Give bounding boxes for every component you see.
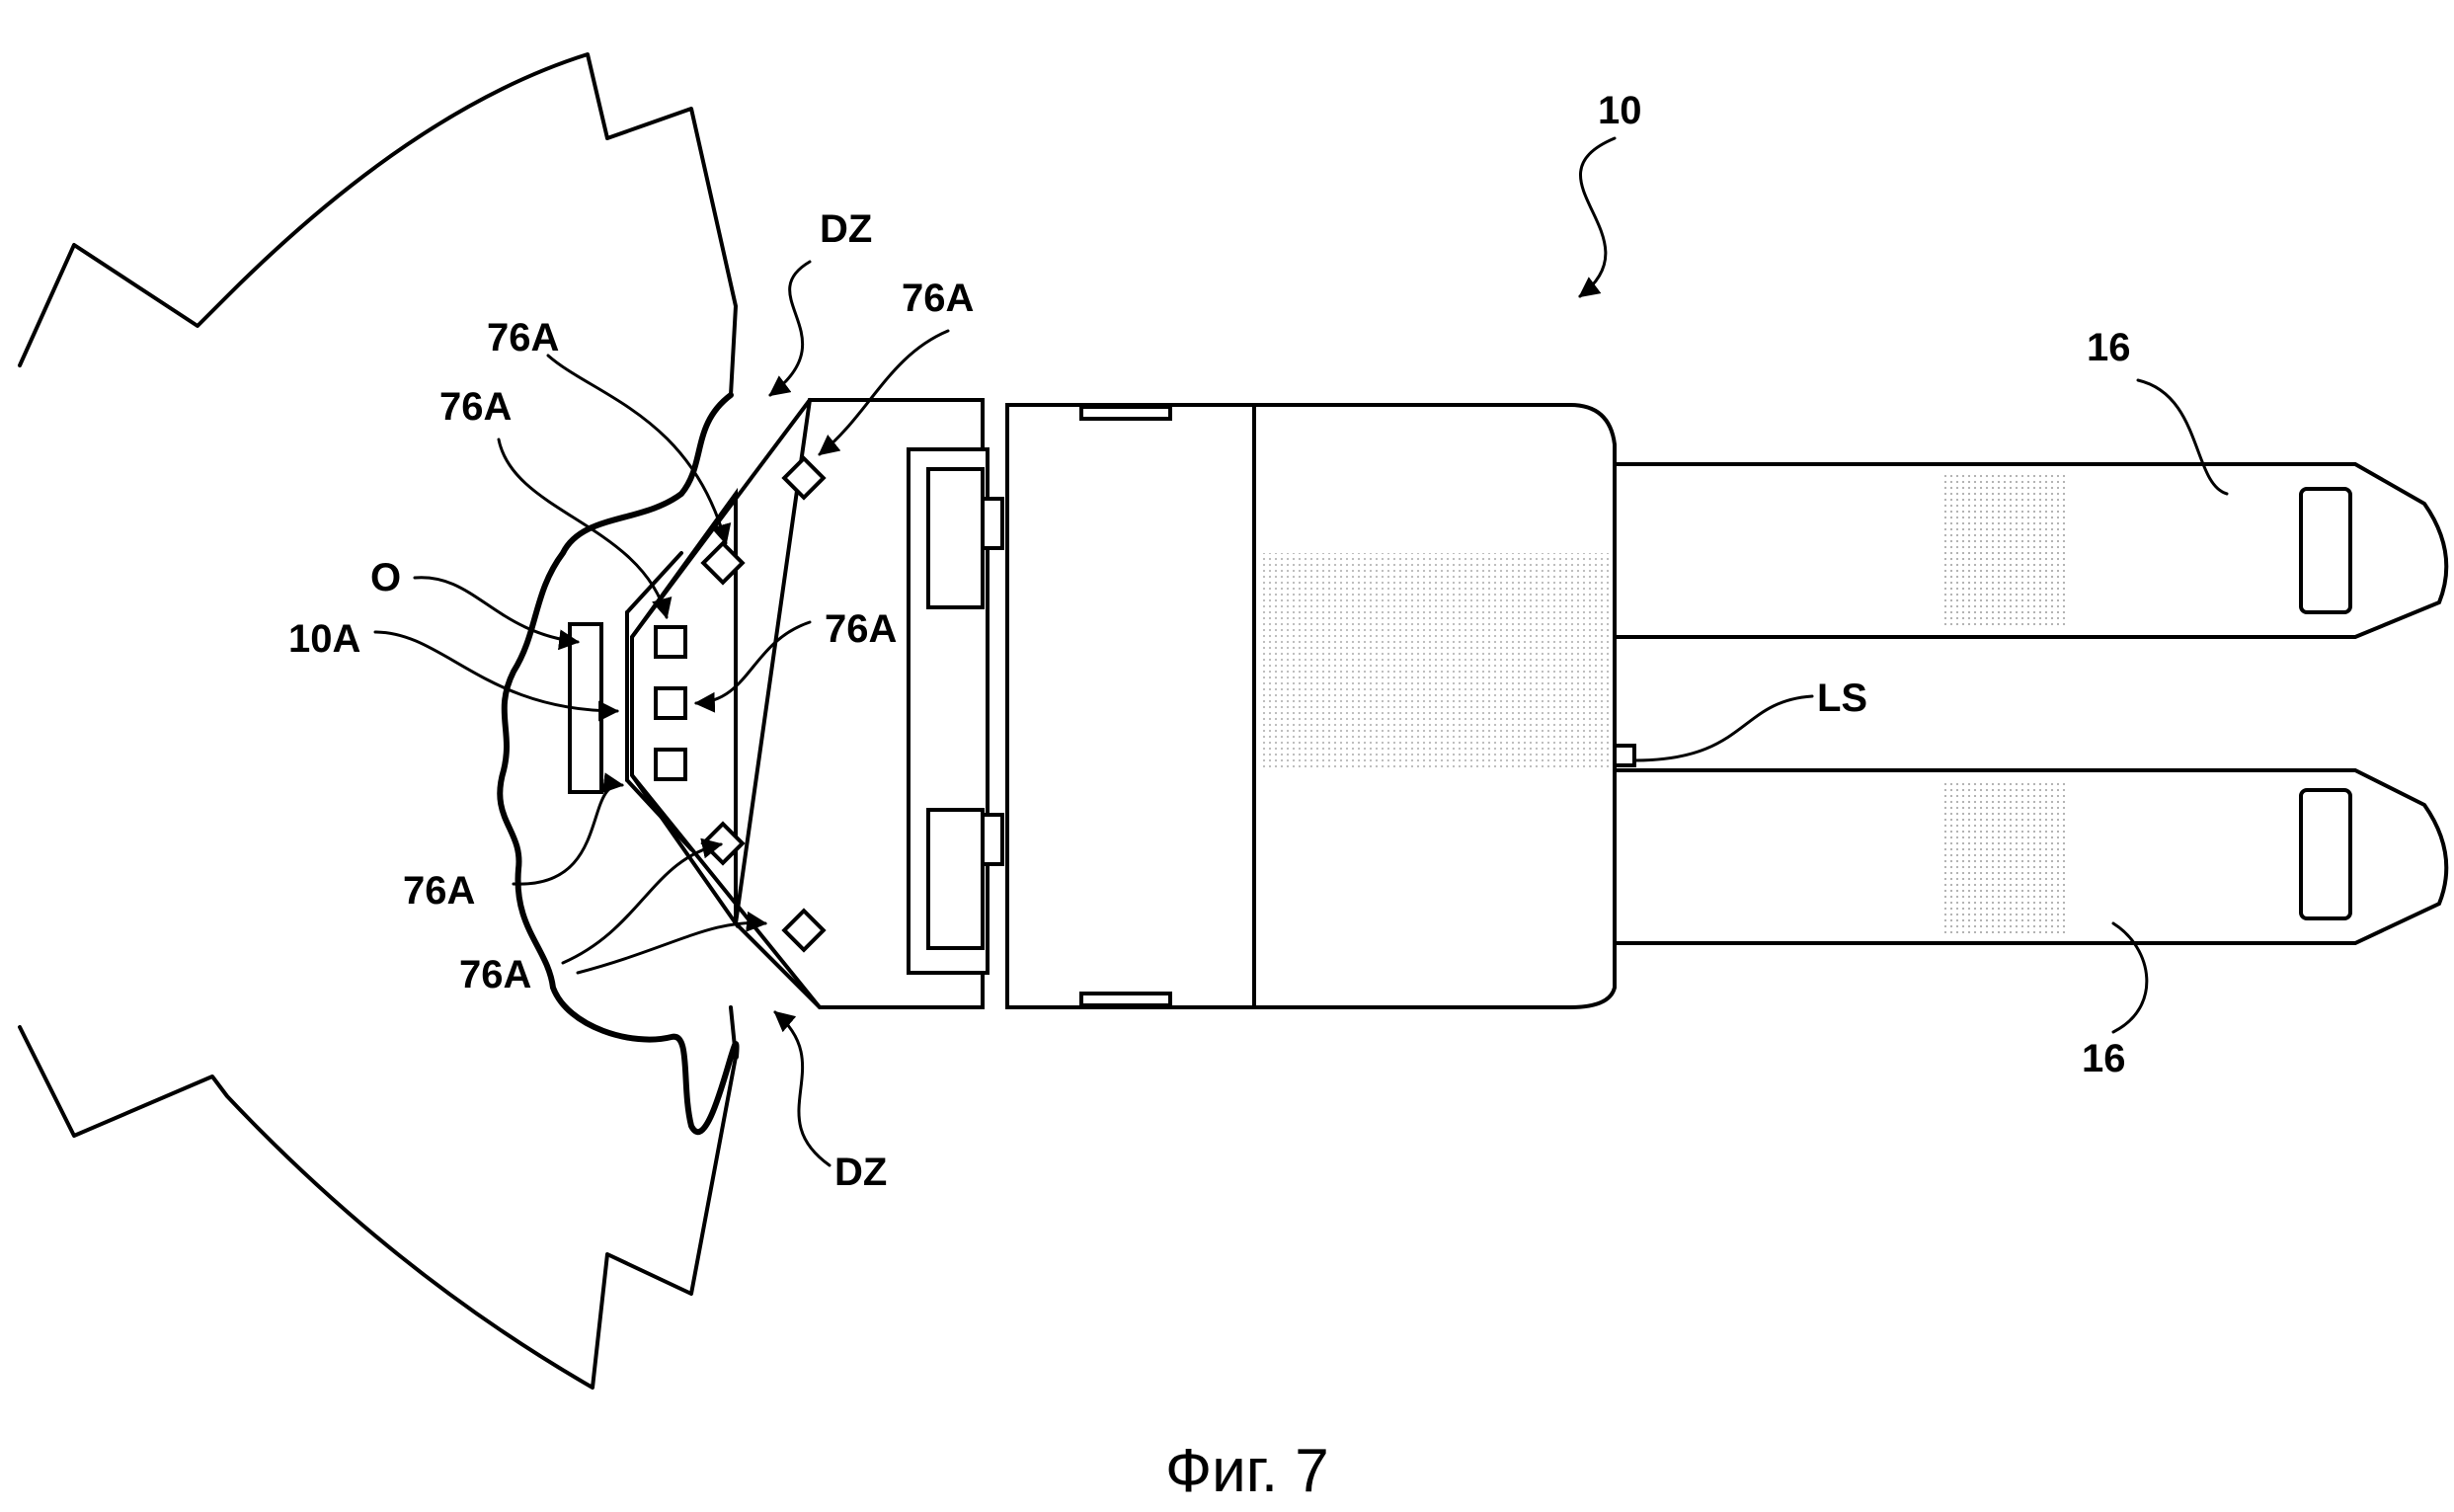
leader-dz-top [768,260,812,397]
label-16-top: 16 [2087,326,2131,369]
label-76a-upper: 76A [487,316,559,359]
leader-76a-1 [818,329,950,456]
body-notch-bottom [1079,992,1172,1007]
leader-16-bottom [2111,921,2149,1034]
leader-o [413,576,581,651]
label-dz-bottom: DZ [834,1151,887,1194]
leader-76a-7 [576,911,768,975]
label-ls: LS [1817,676,1867,720]
front-plate-edge [630,398,822,1009]
leader-10a [373,630,620,722]
leader-76a-5 [512,772,625,886]
label-76a-bottom: 76A [459,953,531,996]
leader-dz-bottom [773,1010,831,1167]
label-dz-top: DZ [820,207,872,251]
leader-16-top [2136,378,2229,496]
sensor-square [700,540,746,586]
leader-76a-4 [693,620,812,713]
mast-pin-top [981,497,1004,550]
body-notch-top [1079,405,1172,421]
label-16-bottom: 16 [2082,1037,2126,1080]
label-76a-top-right: 76A [902,277,974,320]
label-10: 10 [1598,89,1642,132]
leader-lines [373,136,2229,1167]
leader-76a-2 [546,354,732,546]
fork-bottom-slot [2299,788,2352,920]
leader-10 [1578,136,1617,298]
fork-top-slot [2299,487,2352,614]
sensor-square [654,686,687,720]
label-76a-middle-upper: 76A [439,385,512,429]
mast-pin-bottom [981,813,1004,866]
obstacle-contour [497,392,740,1136]
figure-caption: Фиг. 7 [1165,1437,1329,1505]
leader-ls [1632,694,1814,762]
label-o: O [370,556,401,599]
field-of-view-sector [18,52,738,1390]
sensor-square [654,625,687,659]
label-76a-lower: 76A [403,869,475,913]
fork-bottom-shading [1940,780,2069,933]
leader-76a-3 [497,438,673,620]
label-10a: 10A [288,617,360,661]
mast-roller-bottom [926,808,985,950]
label-76a-right: 76A [825,607,897,651]
ls-sensor [1613,744,1636,767]
sensor-square [781,455,827,501]
sensor-square [781,908,827,953]
fork-top-shading [1940,474,2069,627]
body-shading [1259,553,1610,770]
line-10a-bend [625,551,693,851]
leader-76a-6 [561,837,724,965]
mast-roller-top [926,467,985,609]
sensor-square [654,748,687,781]
